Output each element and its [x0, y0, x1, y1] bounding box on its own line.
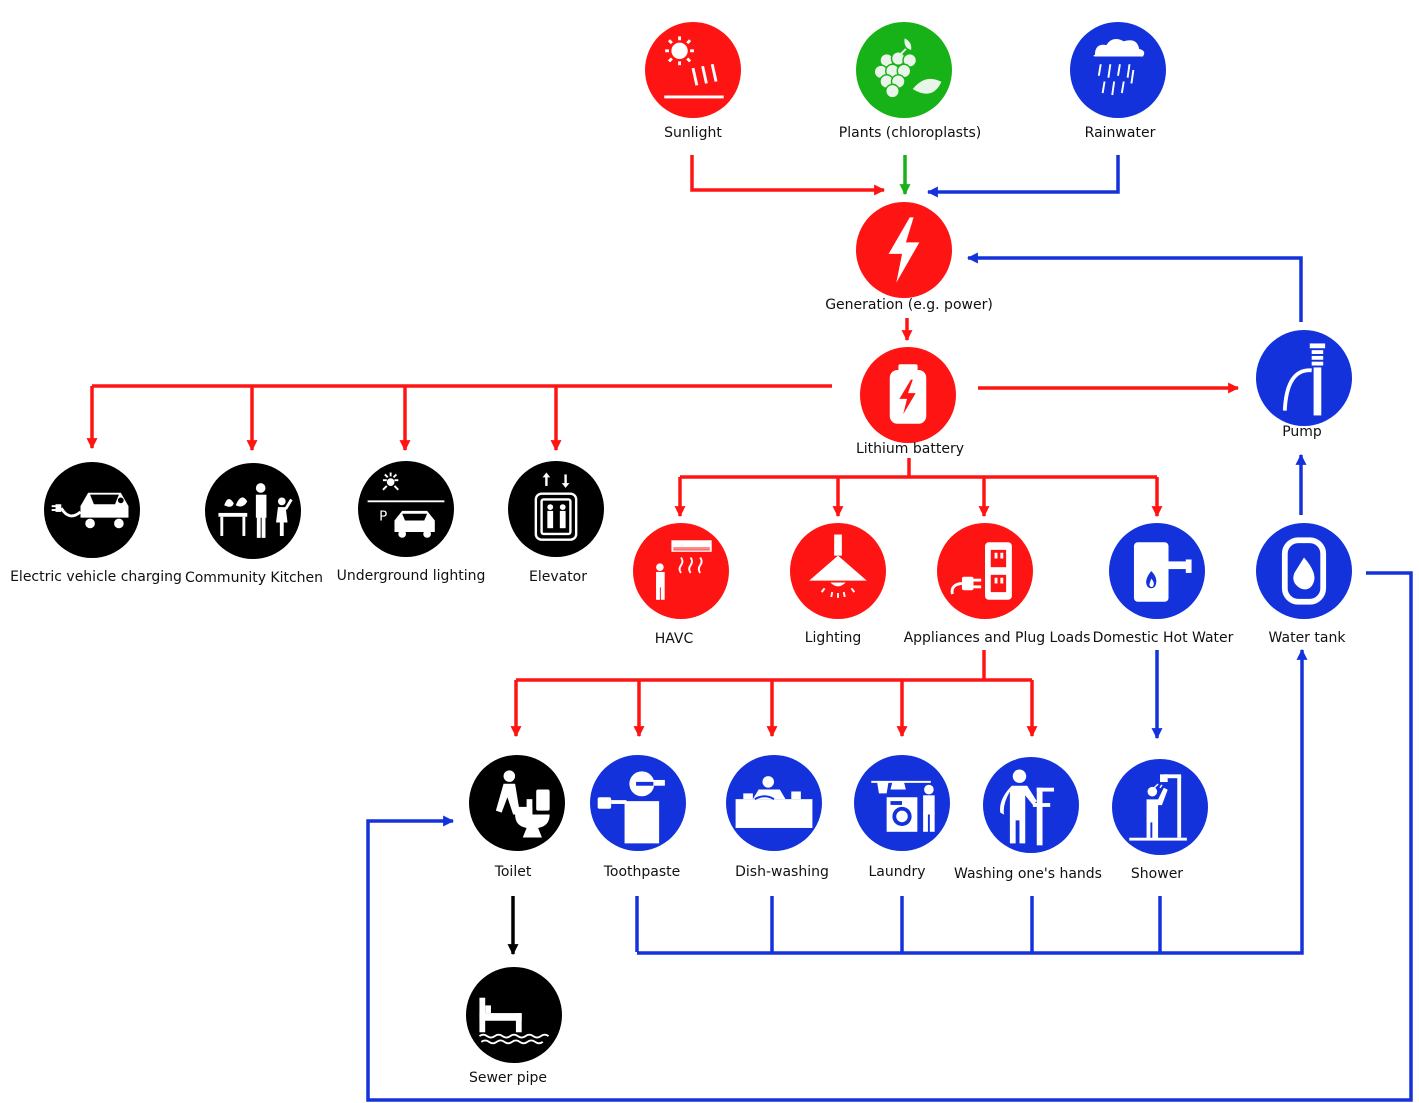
node-label-ev: Electric vehicle charging — [10, 569, 182, 585]
arrow-pump-to-generation — [966, 252, 1303, 322]
parking-light-icon: P — [358, 461, 454, 557]
node-sewer — [466, 967, 562, 1063]
shower-person-icon — [1112, 759, 1208, 855]
node-label-toothpaste: Toothpaste — [603, 864, 681, 880]
ev-car-plug-icon — [44, 462, 140, 558]
sun-rays-icon — [645, 22, 741, 118]
node-label-handwash: Washing one's hands — [954, 866, 1102, 882]
node-kitchen — [205, 463, 301, 559]
node-label-hotwater: Domestic Hot Water — [1092, 630, 1234, 646]
node-appliances — [937, 523, 1033, 619]
node-label-sewer: Sewer pipe — [468, 1070, 548, 1086]
svg-text:P: P — [379, 510, 387, 525]
dish-washing-icon — [726, 755, 822, 851]
node-toilet — [469, 755, 565, 851]
ceiling-lamp-icon — [790, 523, 886, 619]
node-label-shower: Shower — [1130, 866, 1184, 882]
node-hotwater — [1109, 523, 1205, 619]
lightning-bolt-icon — [856, 202, 952, 298]
air-conditioner-icon — [633, 523, 729, 619]
node-toothpaste — [590, 755, 686, 851]
sewer-pipe-icon — [466, 967, 562, 1063]
node-label-elevator: Elevator — [528, 569, 588, 585]
tooth-brushing-icon — [590, 755, 686, 851]
node-rainwater — [1070, 22, 1166, 118]
arrow-greywater-to-watertank — [637, 648, 1308, 955]
node-handwash — [983, 757, 1079, 853]
node-label-pump: Pump — [1282, 424, 1322, 440]
node-plants — [856, 22, 952, 118]
node-battery — [860, 347, 956, 443]
water-heater-icon — [1109, 523, 1205, 619]
node-label-appliances: Appliances and Plug Loads — [903, 630, 1091, 646]
node-dishwashing — [726, 755, 822, 851]
node-label-plants: Plants (chloroplasts) — [838, 125, 982, 141]
node-label-battery: Lithium battery — [855, 441, 965, 457]
node-label-havc: HAVC — [654, 631, 694, 647]
node-shower — [1112, 759, 1208, 855]
node-sunlight — [645, 22, 741, 118]
node-label-rainwater: Rainwater — [1084, 125, 1156, 141]
battery-icon — [860, 347, 956, 443]
family-kitchen-icon — [205, 463, 301, 559]
outlet-plug-icon — [937, 523, 1033, 619]
arrow-sunlight-to-generation — [690, 155, 886, 196]
grapes-leaf-icon — [856, 22, 952, 118]
node-elevator — [508, 461, 604, 557]
node-label-laundry: Laundry — [868, 864, 926, 880]
water-drop-tank-icon — [1256, 523, 1352, 619]
arrow-watertank-to-toilet — [366, 571, 1413, 1102]
node-laundry — [854, 755, 950, 851]
node-ev — [44, 462, 140, 558]
node-pump — [1256, 330, 1352, 426]
node-label-toilet: Toilet — [494, 864, 532, 880]
node-lighting — [790, 523, 886, 619]
arrow-rainwater-to-generation — [926, 155, 1120, 198]
node-label-dishwashing: Dish-washing — [735, 864, 829, 880]
elevator-icon — [508, 461, 604, 557]
node-watertank — [1256, 523, 1352, 619]
toilet-person-icon — [469, 755, 565, 851]
node-havc — [633, 523, 729, 619]
node-label-lighting: Lighting — [804, 630, 862, 646]
node-underground: P — [358, 461, 454, 557]
rain-cloud-icon — [1070, 22, 1166, 118]
node-generation — [856, 202, 952, 298]
laundry-machine-icon — [854, 755, 950, 851]
node-label-sunlight: Sunlight — [664, 125, 722, 141]
node-label-generation: Generation (e.g. power) — [825, 297, 993, 313]
node-label-kitchen: Community Kitchen — [184, 570, 324, 586]
hand-washing-icon — [983, 757, 1079, 853]
pump-hose-icon — [1256, 330, 1352, 426]
node-label-underground: Underground lighting — [336, 568, 486, 584]
node-label-watertank: Water tank — [1268, 630, 1346, 646]
